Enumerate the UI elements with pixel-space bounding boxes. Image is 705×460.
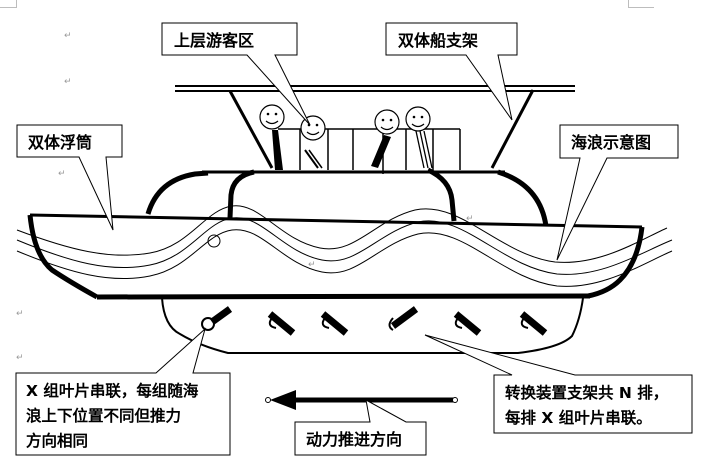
blade-6 xyxy=(519,311,548,336)
propulsion-direction-arrow xyxy=(265,390,458,410)
blade-1 xyxy=(201,306,233,331)
wave-lines xyxy=(16,205,673,287)
label-upper-passenger-area: 上层游客区 xyxy=(174,31,254,50)
smiley-face-icon xyxy=(374,109,400,135)
page-corner-mark-top-right xyxy=(628,0,654,8)
label-blade-group-note-line3: 方向相同 xyxy=(26,431,88,450)
catamaran-hull xyxy=(27,213,645,300)
passenger-4 xyxy=(405,106,433,169)
upper-deck-rail xyxy=(175,85,575,92)
passenger-2 xyxy=(300,115,326,169)
callout-catamaran-support-frame[interactable]: 双体船支架 xyxy=(385,22,518,121)
passenger-1 xyxy=(259,104,285,170)
hull-porthole xyxy=(207,234,221,248)
page-corner-mark-top-left xyxy=(0,0,17,8)
callout-propulsion-direction[interactable]: 动力推进方向 xyxy=(294,399,427,456)
converter-housing xyxy=(161,297,584,354)
catamaran-pontoon-humps xyxy=(145,167,549,227)
return-mark: ↵ xyxy=(466,214,474,224)
callout-blade-group-note[interactable]: X 组叶片串联，每组随海 浪上下位置不同但推力 方向相同 xyxy=(15,327,231,456)
support-frame xyxy=(228,89,535,169)
callout-wave-schematic[interactable]: 海浪示意图 xyxy=(556,124,679,261)
smiley-face-icon xyxy=(259,104,285,130)
arrow-start-handle[interactable] xyxy=(265,397,271,403)
label-catamaran-support-frame: 双体船支架 xyxy=(398,31,478,50)
callout-catamaran-pontoon[interactable]: 双体浮筒 xyxy=(16,124,123,231)
return-mark: ↵ xyxy=(64,31,72,41)
return-mark: ↵ xyxy=(16,353,24,363)
return-mark: ↵ xyxy=(16,309,24,319)
label-converter-note-line2: 每排 X 组叶片串联。 xyxy=(505,408,652,427)
label-catamaran-pontoon: 双体浮筒 xyxy=(28,133,92,152)
label-blade-group-note-line2: 浪上下位置不同但推力 xyxy=(26,406,181,425)
return-mark: ↵ xyxy=(58,169,66,179)
passenger-3 xyxy=(371,109,400,168)
smiley-face-icon xyxy=(405,106,431,132)
arrow-end-handle[interactable] xyxy=(452,397,458,403)
callout-upper-passenger-area[interactable]: 上层游客区 xyxy=(161,22,311,126)
blade-5 xyxy=(453,311,482,336)
blade-4 xyxy=(388,306,419,331)
blade-3 xyxy=(320,311,349,336)
blade-2 xyxy=(267,311,296,336)
label-converter-note-line1: 转换装置支架共 N 排， xyxy=(505,383,668,402)
return-mark: ↵ xyxy=(64,77,72,87)
label-propulsion-direction: 动力推进方向 xyxy=(306,430,402,449)
label-blade-group-note-line1: X 组叶片串联，每组随海 xyxy=(26,381,199,400)
label-wave-schematic: 海浪示意图 xyxy=(571,133,651,152)
paragraph-marks: ↵ ↵ ↵ ↵ ↵ ↵ ↵ xyxy=(16,31,474,363)
callout-converter-note[interactable]: 转换装置支架共 N 排， 每排 X 组叶片串联。 xyxy=(424,334,693,434)
return-mark: ↵ xyxy=(308,260,316,270)
